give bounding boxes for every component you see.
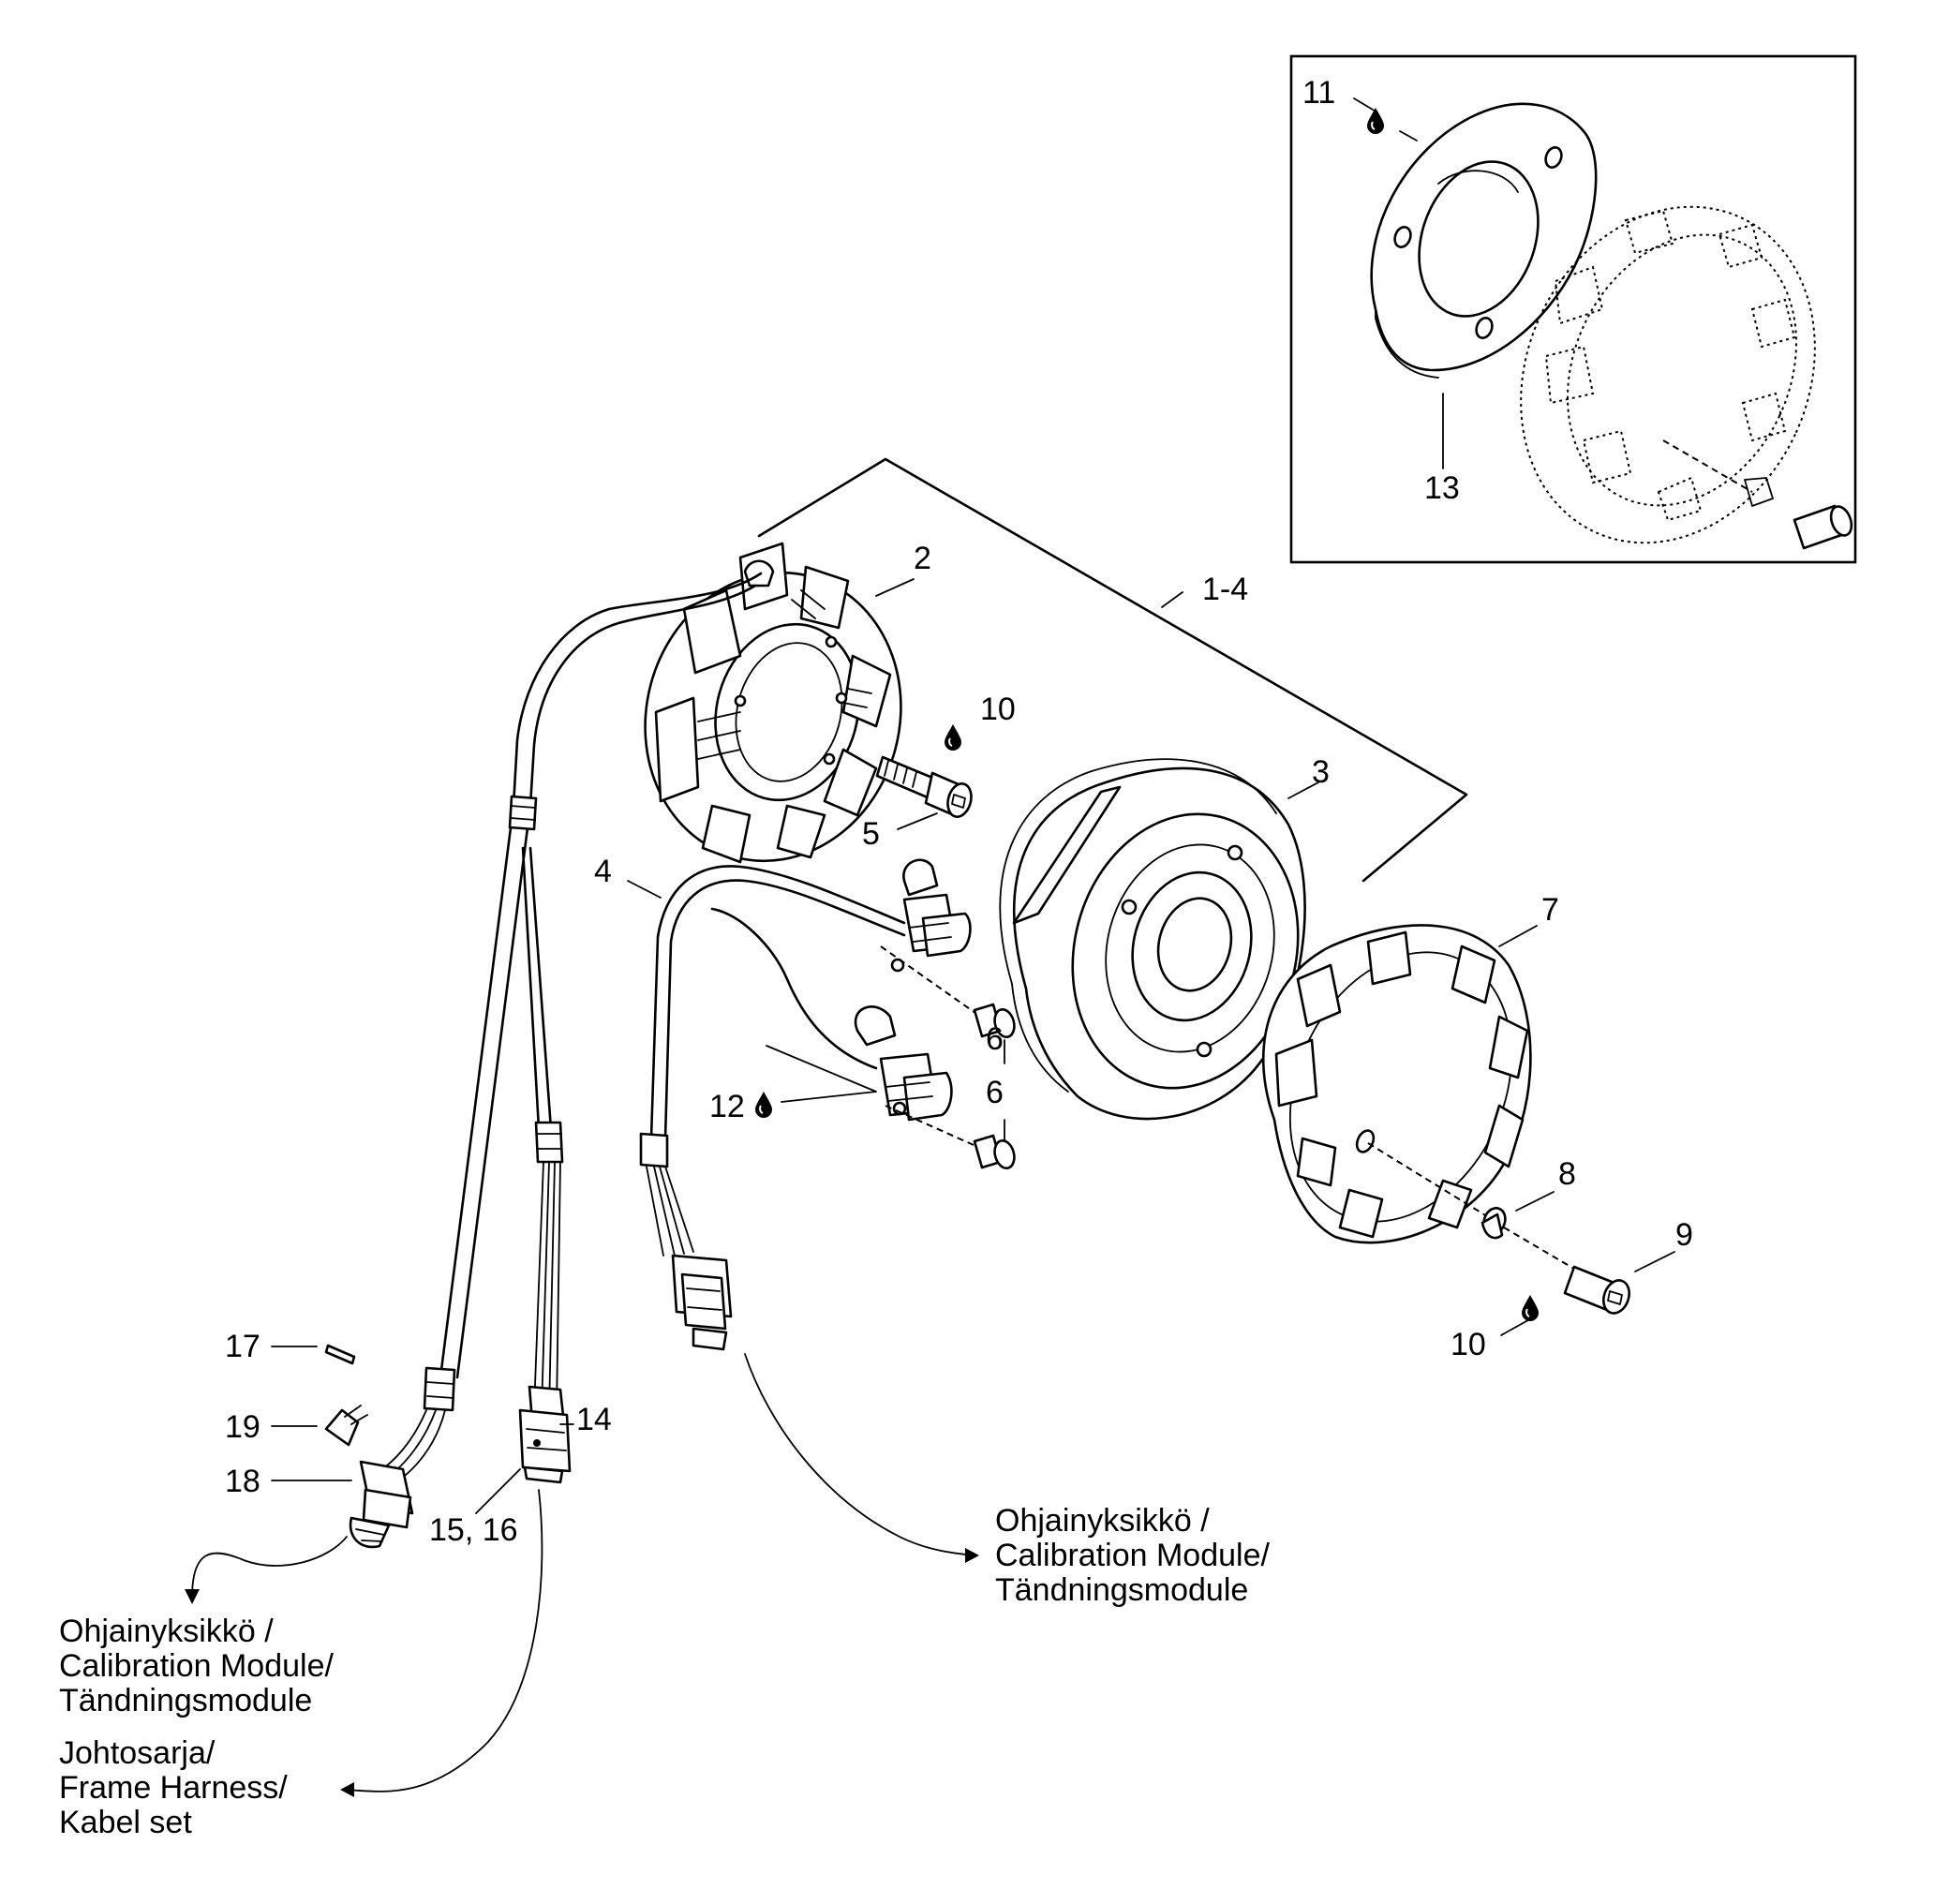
- inset-frame: [1289, 54, 1857, 564]
- label-17: 17: [225, 1329, 260, 1364]
- part-4-trigger-sensors: [639, 858, 972, 1351]
- label-14: 14: [576, 1402, 612, 1437]
- oil-drop-icon: [1521, 1294, 1540, 1322]
- stator-wire-harness: [379, 572, 763, 1481]
- note-line: Tändningsmodule: [59, 1683, 312, 1718]
- label-3: 3: [1312, 754, 1330, 790]
- note-line: Ohjainyksikkö /: [59, 1614, 274, 1649]
- label-19: 19: [225, 1409, 260, 1445]
- part-18-connector: [349, 1460, 414, 1549]
- part-6-screws: [880, 945, 1016, 1170]
- oil-drop-icon: [754, 1091, 773, 1119]
- note-calibration-module-right: Ohjainyksikkö / Calibration Module/ Tänd…: [995, 1503, 1270, 1608]
- note-line: Calibration Module/: [995, 1538, 1270, 1573]
- note-line: Calibration Module/: [59, 1648, 334, 1684]
- note-calibration-module-left: Ohjainyksikkö / Calibration Module/ Tänd…: [59, 1614, 334, 1718]
- label-4: 4: [594, 854, 612, 889]
- note-line: Johtosarja/: [59, 1735, 216, 1771]
- part-13-spacer-ring: [1370, 102, 1598, 379]
- label-6: 6: [986, 1075, 1004, 1110]
- label-10: 10: [980, 692, 1016, 727]
- phantom-rotor-outline: [1520, 205, 1853, 550]
- note-line: Ohjainyksikkö /: [995, 1503, 1210, 1539]
- group-bracket-1-4: [757, 457, 1468, 883]
- label-13: 13: [1424, 470, 1460, 506]
- part-labels: 1-4 2 3 4 5 6 6 7 8 9 10 10 11 12 13 14 …: [225, 75, 1693, 1548]
- oil-drop-icon: [944, 723, 962, 751]
- label-1-4: 1-4: [1202, 572, 1248, 607]
- label-8: 8: [1558, 1156, 1576, 1192]
- callout-arrows: [185, 1353, 979, 1797]
- part-7-rotor: [1261, 924, 1532, 1244]
- label-5: 5: [862, 816, 880, 852]
- part-19-seal: [324, 1405, 368, 1447]
- label-10: 10: [1451, 1327, 1486, 1362]
- leader-lines: [271, 97, 1675, 1514]
- label-18: 18: [225, 1464, 260, 1499]
- part-2-stator: [644, 542, 902, 864]
- label-12: 12: [709, 1089, 745, 1124]
- note-line: Frame Harness/: [59, 1770, 288, 1806]
- label-6: 6: [986, 1021, 1004, 1057]
- note-line: Tändningsmodule: [995, 1572, 1248, 1608]
- note-line: Kabel set: [59, 1805, 192, 1840]
- label-11: 11: [1302, 75, 1335, 111]
- label-15-16: 15, 16: [429, 1512, 518, 1548]
- part-17-terminal: [324, 1344, 356, 1365]
- part-3-flywheel: [999, 758, 1306, 1121]
- part-9-bolt: [1503, 1227, 1630, 1315]
- part-8-washer: [1367, 1142, 1507, 1240]
- note-frame-harness: Johtosarja/ Frame Harness/ Kabel set: [59, 1735, 288, 1840]
- label-9: 9: [1675, 1217, 1693, 1253]
- part-5-bolt: [875, 755, 973, 818]
- label-2: 2: [914, 541, 931, 576]
- label-7: 7: [1541, 892, 1559, 928]
- oil-drop-icon: [1366, 107, 1385, 135]
- part-14-connector: [518, 1385, 572, 1484]
